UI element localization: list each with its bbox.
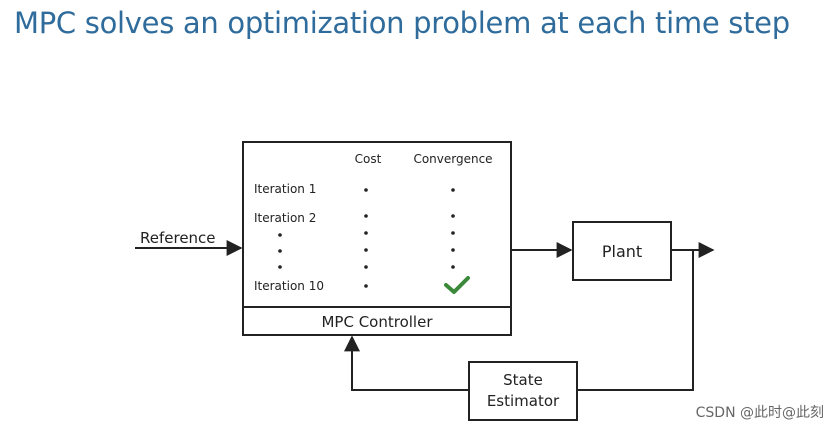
estimator-to-controller-arrow <box>344 335 469 391</box>
mpc-controller-label: MPC Controller <box>321 313 433 331</box>
reference-label: Reference <box>140 229 216 247</box>
convergence-column-dots <box>451 188 455 269</box>
plant-label: Plant <box>602 242 642 261</box>
slide-title: MPC solves an optimization problem at ea… <box>14 6 790 40</box>
state-estimator-label-line1: State <box>503 371 543 389</box>
feedback-line <box>577 250 694 391</box>
iteration-label: Iteration 1 <box>254 182 316 196</box>
check-icon <box>444 276 470 294</box>
cost-column-dots <box>364 188 368 288</box>
iteration-label: Iteration 10 <box>254 279 324 293</box>
convergence-column-header: Convergence <box>413 152 492 166</box>
plant-block <box>572 221 672 281</box>
watermark: CSDN @此时@此刻 <box>695 405 824 421</box>
mpc-controller-block <box>242 141 512 336</box>
iteration-ellipsis <box>278 233 282 269</box>
state-estimator-label-line2: Estimator <box>487 392 560 410</box>
state-estimator-block <box>468 361 578 421</box>
cost-column-header: Cost <box>355 152 382 166</box>
iteration-label: Iteration 2 <box>254 211 316 225</box>
